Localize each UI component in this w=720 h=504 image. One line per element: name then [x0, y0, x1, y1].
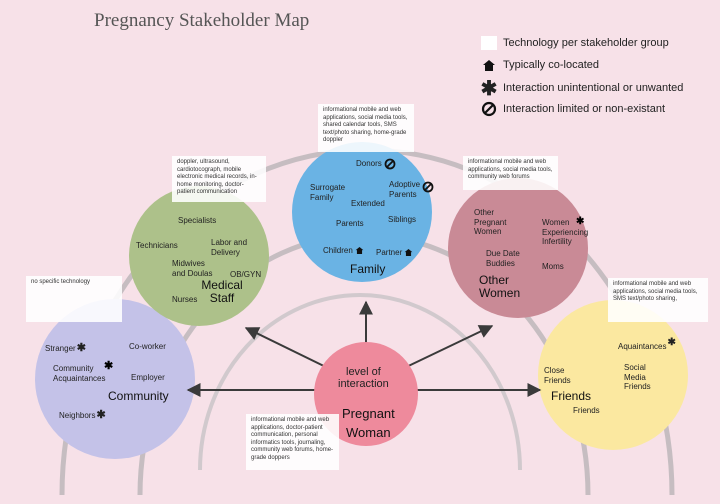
house-icon — [404, 249, 413, 257]
member-label: Partner — [376, 248, 403, 257]
legend-unwanted: ✱ Interaction unintentional or unwanted — [480, 77, 684, 100]
family-parents: Parents — [336, 219, 364, 228]
friends-tech-box: informational mobile and web application… — [608, 278, 708, 322]
asterisk-icon: ✱ — [96, 409, 106, 421]
family-circle — [292, 142, 432, 282]
other-women-infertility: Women Experiencing Infertility — [542, 218, 589, 247]
family-tech-box: informational mobile and web application… — [318, 104, 414, 152]
friends-friends: Friends — [573, 406, 600, 415]
member-label: Donors — [356, 159, 382, 169]
friends-group-label: Friends — [551, 389, 592, 403]
inner-arc — [198, 293, 522, 471]
center-level-line1: level of — [346, 366, 381, 378]
asterisk-icon: ✱ — [667, 337, 676, 348]
pregnant-woman-tech-box: informational mobile and web application… — [246, 414, 339, 470]
family-adoptive: Adoptive Parents — [389, 180, 421, 199]
legend-label: Technology per stakeholder group — [503, 37, 669, 49]
other-women-buddies: Due Date Buddies — [486, 249, 520, 268]
arrow-upright — [399, 325, 494, 371]
legend-technology: Technology per stakeholder group — [480, 35, 669, 51]
family-group-label: Family — [350, 262, 386, 276]
community-tech-box: no specific technology — [26, 276, 122, 322]
house-icon — [355, 247, 364, 255]
medical-tech-box: doppler, ultrasound, cardiotocograph, mo… — [172, 156, 266, 202]
family-donors: Donors — [356, 158, 396, 170]
legend-label: Interaction limited or non-existant — [503, 103, 666, 115]
asterisk-icon: ✱ — [576, 216, 585, 227]
house-icon — [480, 57, 498, 73]
page-title: Pregnancy Stakeholder Map — [94, 10, 310, 31]
family-partner: Partner — [376, 248, 413, 258]
asterisk-icon: ✱ — [480, 77, 498, 100]
medical-nurses: Nurses — [172, 295, 198, 304]
medical-midwives-doulas: Midwives and Doulas — [172, 259, 213, 278]
center-title-line2: Woman — [346, 425, 391, 440]
other-women-circle — [448, 178, 588, 318]
medical-technicians: Technicians — [136, 241, 178, 250]
community-coworker: Co-worker — [129, 342, 166, 351]
member-label: Aquaintances — [618, 342, 667, 351]
pregnant-woman-circle — [314, 342, 418, 446]
asterisk-icon: ✱ — [104, 360, 114, 372]
medical-group-label: Medical Staff — [201, 278, 243, 306]
friends-social-media: Social Media Friends — [624, 363, 651, 392]
center-level-line2: interaction — [338, 378, 389, 390]
friends-circle — [538, 300, 688, 450]
friends-acquaintances: Aquaintances✱ — [618, 337, 676, 352]
community-stranger: Stranger✱ — [45, 342, 86, 355]
other-women-tech-box: informational mobile and web application… — [463, 156, 558, 190]
community-acquaintances: Community Acquaintances — [53, 364, 106, 383]
no-symbol-icon — [384, 158, 396, 170]
legend-colocated: Typically co-located — [480, 57, 599, 73]
arrow-upleft — [244, 327, 333, 371]
community-group-label: Community — [108, 389, 169, 403]
asterisk-icon: ✱ — [76, 342, 86, 354]
member-label: Neighbors — [59, 411, 96, 420]
medical-staff-circle — [129, 186, 269, 326]
other-women-moms: Moms — [542, 262, 564, 271]
member-label: Stranger — [45, 344, 76, 353]
no-symbol-icon — [480, 101, 498, 117]
medical-obgyn: OB/GYN — [230, 270, 262, 279]
no-symbol-icon — [422, 181, 434, 193]
legend-limited: Interaction limited or non-existant — [480, 101, 665, 117]
community-employer: Employer — [131, 373, 165, 382]
legend-label: Interaction unintentional or unwanted — [503, 82, 684, 94]
other-women-group-label: Other Women — [479, 273, 521, 301]
medical-labor-delivery: Labor and Delivery — [211, 238, 248, 257]
legend-label: Typically co-located — [503, 59, 599, 71]
other-women-pregnant: Other Pregnant Women — [474, 208, 507, 237]
community-neighbors: Neighbors✱ — [59, 409, 106, 422]
medical-specialists: Specialists — [178, 216, 217, 225]
family-children: Children — [323, 246, 364, 256]
family-siblings: Siblings — [388, 215, 417, 224]
community-circle — [35, 299, 195, 459]
family-surrogate: Surrogate Family — [310, 183, 346, 202]
member-label: Children — [323, 246, 353, 255]
friends-close: Close Friends — [544, 366, 571, 385]
family-extended: Extended — [351, 199, 385, 208]
center-title-line1: Pregnant — [342, 406, 395, 421]
white-square-icon — [480, 35, 498, 51]
